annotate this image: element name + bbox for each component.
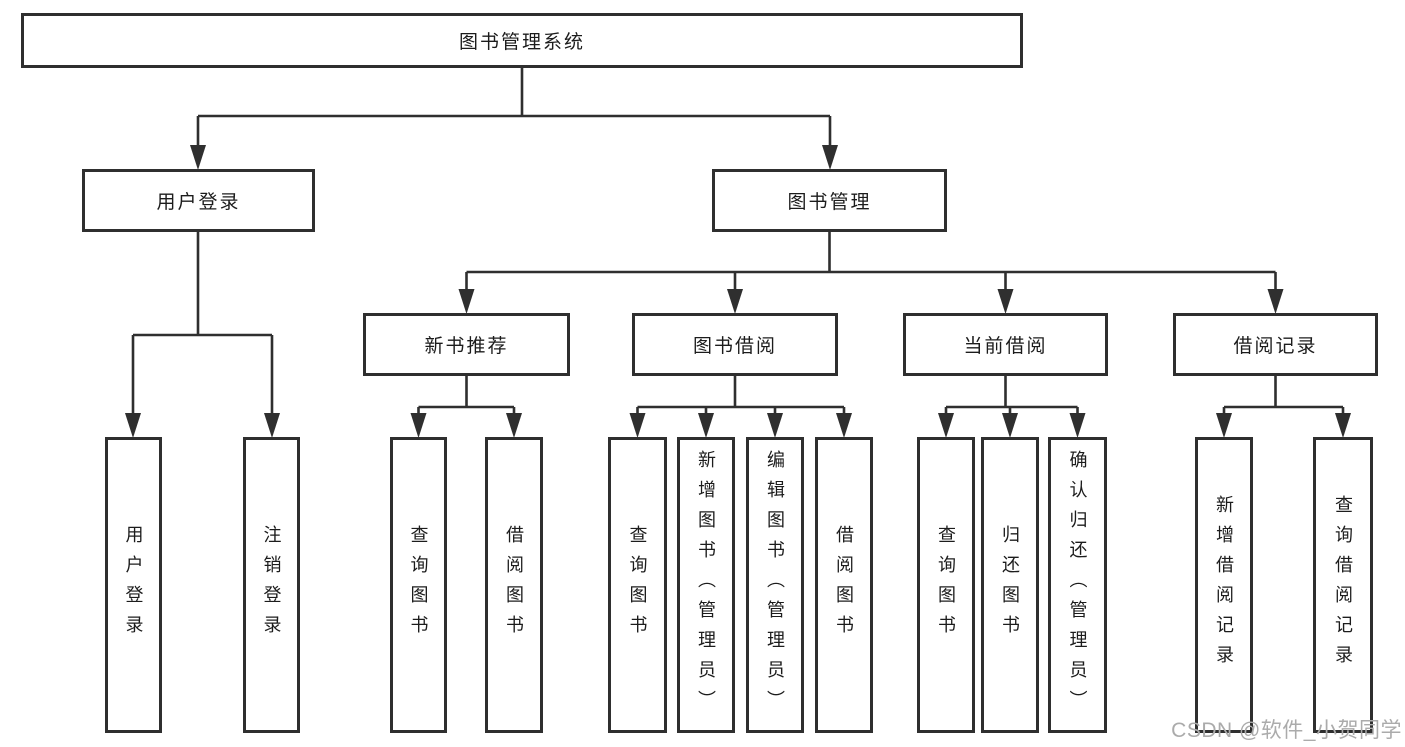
leaf-user-login-label: 用户登录 [123,525,144,645]
leaf-return-books: 归还图书 [981,437,1039,733]
leaf-return-books-label: 归还图书 [1000,525,1020,645]
leaf-add-borrow-record: 新增借阅记录 [1195,437,1253,733]
node-new-book-recommend-label: 新书推荐 [424,336,509,357]
node-user-login-label: 用户登录 [156,192,241,213]
connector-new-book-recommend-to-leaves [410,376,522,438]
node-user-login: 用户登录 [82,169,315,232]
leaf-query-books-recommend-label: 查询图书 [408,525,429,645]
node-root-library-system: 图书管理系统 [21,13,1023,68]
connector-current-borrow-to-leaves [938,376,1086,438]
csdn-watermark: CSDN @软件_小贺同学 [1171,719,1402,742]
leaf-query-books-borrow: 查询图书 [608,437,667,733]
node-borrow-records: 借阅记录 [1173,313,1378,376]
leaf-query-books-borrow-label: 查询图书 [627,525,648,645]
connector-book-management-to-level3 [458,232,1284,314]
node-current-borrow-label: 当前借阅 [963,336,1048,357]
leaf-edit-books-admin: 编辑图书（管理员） [746,437,804,733]
leaf-query-borrow-record-label: 查询借阅记录 [1333,495,1353,675]
leaf-borrow-books-label: 借阅图书 [834,525,854,645]
leaf-query-books-current: 查询图书 [917,437,975,733]
leaf-logout: 注销登录 [243,437,300,733]
node-current-borrow: 当前借阅 [903,313,1108,376]
leaf-borrow-books-recommend: 借阅图书 [485,437,543,733]
leaf-add-borrow-record-label: 新增借阅记录 [1214,495,1234,675]
node-book-borrow-label: 图书借阅 [692,336,777,357]
leaf-query-books-recommend: 查询图书 [390,437,447,733]
leaf-add-books-admin: 新增图书（管理员） [677,437,735,733]
connector-user-login-to-leaves [125,232,280,438]
leaf-confirm-return-admin-label: 确认归还（管理员） [1067,450,1088,720]
connector-borrow-records-to-leaves [1216,376,1351,438]
leaf-confirm-return-admin: 确认归还（管理员） [1048,437,1107,733]
node-book-management-label: 图书管理 [787,192,872,213]
connector-root-to-level2 [190,68,838,170]
leaf-logout-label: 注销登录 [261,525,282,645]
leaf-query-borrow-record: 查询借阅记录 [1313,437,1373,733]
connector-book-borrow-to-leaves [629,376,852,438]
leaf-borrow-books-recommend-label: 借阅图书 [504,525,524,645]
node-new-book-recommend: 新书推荐 [363,313,570,376]
leaf-edit-books-admin-label: 编辑图书（管理员） [765,450,785,720]
leaf-query-books-current-label: 查询图书 [936,525,956,645]
leaf-borrow-books: 借阅图书 [815,437,873,733]
leaf-add-books-admin-label: 新增图书（管理员） [696,450,716,720]
leaf-user-login: 用户登录 [105,437,162,733]
node-book-management: 图书管理 [712,169,947,232]
node-root-label: 图书管理系统 [458,32,585,53]
node-borrow-records-label: 借阅记录 [1233,336,1318,357]
node-book-borrow: 图书借阅 [632,313,838,376]
